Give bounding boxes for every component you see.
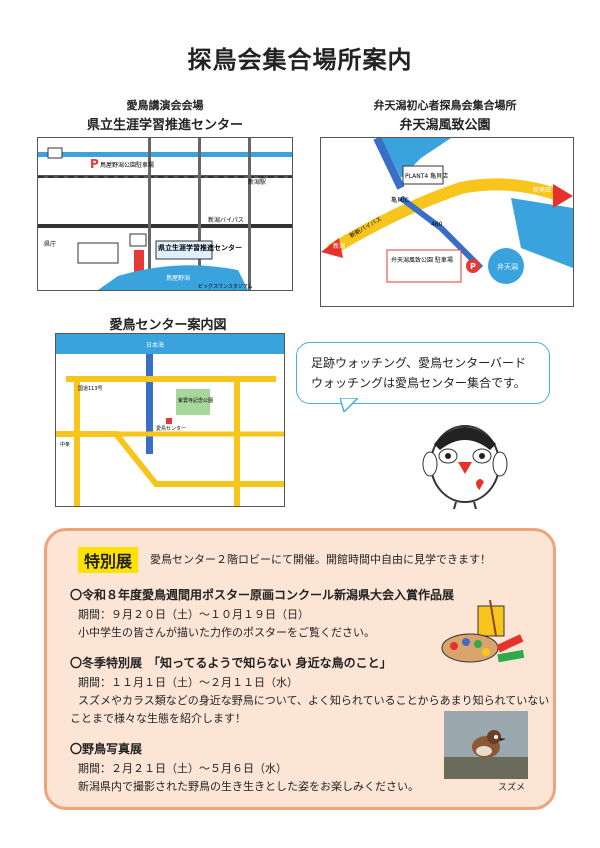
page-title: 探鳥会集合場所案内 xyxy=(187,46,413,74)
map2-west-label: 新潟 xyxy=(333,242,345,250)
venue1-name: 県立生涯学習推進センター xyxy=(86,118,243,133)
map1-lake-label: 鳥屋野潟 xyxy=(166,274,190,282)
sparrow-photo xyxy=(444,711,528,779)
venue3-name: 愛鳥センター案内図 xyxy=(109,318,227,333)
map1-parking-p: P xyxy=(90,157,99,171)
exhibit-3-desc: 新潟県内で撮影された野鳥の生き生きとした姿をお楽しみください。 xyxy=(78,780,419,793)
map-lifelong-learning-center: 県庁 県立生涯学習推進センター 鳥屋野潟 P 鳥屋野潟公園駐車場 新潟駅 新潟バ… xyxy=(37,137,293,291)
map1-bypass-label: 新潟バイパス xyxy=(208,216,244,224)
exhibit-2-title: 〇冬季特別展 「知ってるようで知らない 身近な鳥のこと」 xyxy=(70,656,392,670)
exhibit-2-desc: スズメやカラス類などの身近な野鳥について、よく知られていることからあまり知られて… xyxy=(78,694,550,707)
special-badge: 特別展 xyxy=(78,547,139,573)
map1-center-label: 県立生涯学習推進センター xyxy=(158,243,242,252)
exhibit-2-desc2: ことまで様々な生態を紹介します！ xyxy=(70,712,246,725)
bubble-line-1: 足跡ウォッチング、愛鳥センターバード xyxy=(311,356,527,370)
map3-road-label: 国道113号 xyxy=(78,385,103,392)
map1-bigswan-label: ビッグスワンスタジアム xyxy=(198,283,253,290)
venue2-caption: 弁天潟初心者探鳥会集合場所 xyxy=(373,99,517,112)
map3-park-label: 紫雲寺記念公園 xyxy=(178,397,213,404)
map1-station-label: 新潟駅 xyxy=(248,178,266,186)
map2-route-label: 460 xyxy=(431,221,443,228)
paint-palette-icon xyxy=(441,600,525,663)
venue1-caption: 愛鳥講演会会場 xyxy=(126,99,204,112)
map3-sea-label: 日本海 xyxy=(146,341,164,349)
exhibit-1-desc: 小中学生の皆さんが描いた力作のポスターをご覧ください。 xyxy=(78,626,375,639)
map3-station-label: 中条 xyxy=(60,441,70,448)
map1-parking-label: 鳥屋野潟公園駐車場 xyxy=(100,161,154,169)
map2-park-label: 弁天潟風致公園 駐車場 xyxy=(391,256,453,264)
bubble-tail-icon xyxy=(340,398,358,412)
exhibit-1-period: 期間：９月２０日（土）～１０月１９日（日） xyxy=(78,608,309,621)
map-bird-center: 日本海 紫雲寺記念公園 国道113号 愛鳥センター 中条 xyxy=(55,333,285,507)
svg-text:県庁: 県庁 xyxy=(44,240,56,248)
exhibit-2-period: 期間：１１月１日（土）～２月１１日（水） xyxy=(78,676,298,689)
bubble-line-2: ウォッチングは愛鳥センター集合です。 xyxy=(311,376,526,390)
venue2-name: 弁天潟風致公園 xyxy=(399,118,491,133)
map2-lake-label: 弁天潟 xyxy=(497,262,518,271)
speech-bubble: 足跡ウォッチング、愛鳥センターバード ウォッチングは愛鳥センター集合です。 xyxy=(296,342,550,404)
exhibit-1-title: 〇令和８年度愛鳥週間用ポスター原画コンクール新潟県大会入賞作品展 xyxy=(70,588,455,602)
photo-caption: スズメ xyxy=(498,783,526,793)
map2-ic-label: 亀貝IC xyxy=(391,196,409,204)
exhibit-3-title: 〇野鳥写真展 xyxy=(70,742,143,756)
map2-plant-label: PLANT4 亀貝店 xyxy=(405,172,448,180)
map2-parking-p: P xyxy=(470,262,476,271)
map2-east-label: 新発田 xyxy=(533,186,551,194)
special-intro: 愛鳥センター２階ロビーにて開催。開館時間中自由に見学できます！ xyxy=(150,553,491,566)
map3-center-label: 愛鳥センター xyxy=(156,425,186,432)
exhibit-3-period: 期間：２月２１日（土）～５月６日（水） xyxy=(78,762,287,775)
mascot-bird-icon xyxy=(422,425,508,510)
map-benten-park: 弁天潟 PLANT4 亀貝店 亀貝IC 新新バイパス 460 弁天潟風致公園 駐… xyxy=(320,136,574,307)
